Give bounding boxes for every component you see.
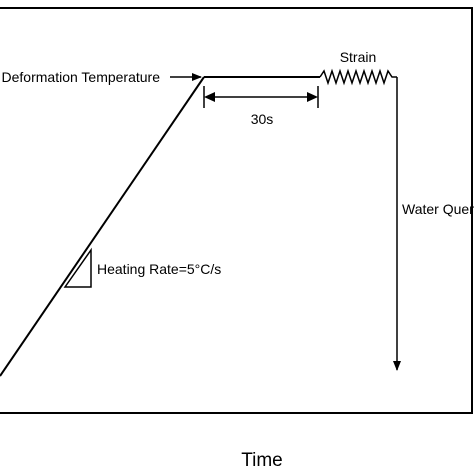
hold-time-right-arrowhead	[307, 92, 318, 102]
x-axis-label: Time	[241, 450, 283, 471]
strain-zigzag	[319, 68, 397, 86]
heating-rate-slope-triangle	[63, 247, 92, 288]
heating-rate-label: Heating Rate=5°C/s	[97, 261, 221, 277]
strain-label: Strain	[340, 49, 377, 65]
hold-time-left-arrowhead	[204, 92, 215, 102]
heating-ramp-line	[0, 76, 205, 377]
water-quench-label: Water Quench	[402, 201, 474, 217]
deformation-temperature-label: Deformation Temperature	[2, 69, 161, 85]
hold-time-label: 30s	[251, 111, 274, 127]
plot-frame	[0, 7, 473, 414]
